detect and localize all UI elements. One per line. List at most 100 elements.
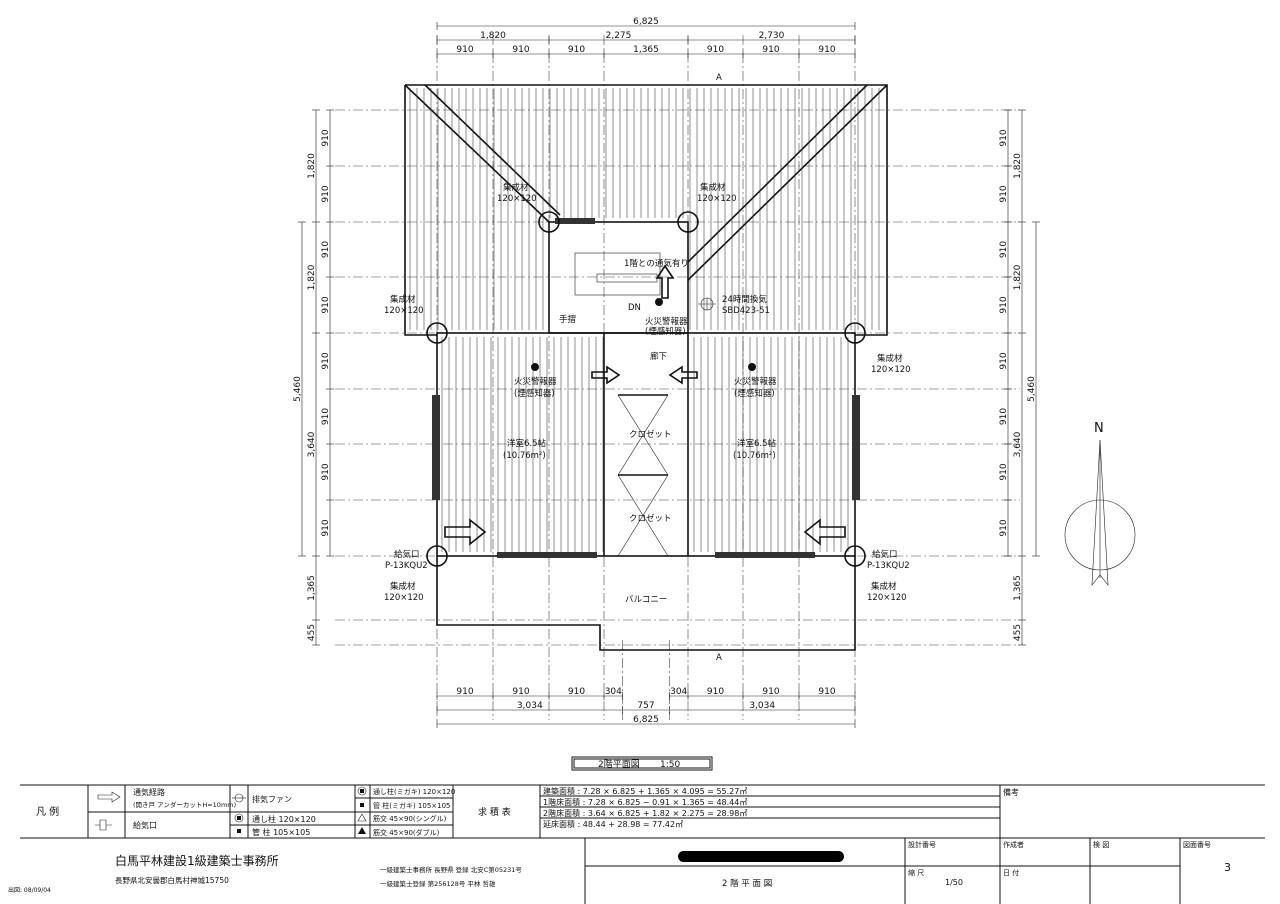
area-row: 建築面積 : 7.28 × 6.825 + 1.365 × 4.095 = 55… (543, 786, 747, 796)
glulam-label: 集成材 (390, 581, 416, 592)
room-name: 洋室6.5帖 (737, 438, 777, 449)
dimension-module: 910 (321, 129, 331, 146)
glulam-size: 120×120 (497, 194, 537, 204)
architect-registration: 一級建築士登録 第256128号 平林 哲雄 (380, 879, 496, 888)
alarm-label: 火災警報器 (514, 376, 557, 387)
design-no-label: 設計番号 (908, 840, 936, 849)
fan-model: SBD423-51 (722, 306, 770, 316)
inlet-model: P-13KQU2 (385, 561, 428, 571)
closet-label: クロゼット (629, 429, 672, 440)
dimension-module: 910 (321, 241, 331, 258)
check-label: 検 図 (1093, 840, 1109, 849)
dimension-group: 1,820 (307, 153, 317, 179)
dimension-total: 5,460 (293, 376, 303, 402)
dimension-module: 910 (456, 45, 473, 55)
dimension-module: 910 (818, 45, 835, 55)
walls (426, 211, 866, 651)
dimension-group: 455 (1013, 624, 1023, 641)
date-label: 日 付 (1003, 868, 1019, 877)
legend-item: (開き戸 アンダーカットH=10mm) (133, 800, 236, 809)
area-row: 1階床面積 : 7.28 × 6.825 − 0.91 × 1.365 = 48… (543, 797, 747, 807)
dimension-module: 910 (321, 519, 331, 536)
glulam-label: 集成材 (390, 294, 416, 305)
author-label: 作成者 (1003, 840, 1024, 849)
room-name: 洋室6.5帖 (507, 438, 547, 449)
legend-item: 給気口 (133, 820, 157, 830)
dimension-module: 304 (605, 687, 622, 697)
alarm-label: 火災警報器 (645, 316, 688, 327)
glulam-label: 集成材 (700, 182, 726, 193)
dimension-module: 910 (762, 687, 779, 697)
legend-item: 管 柱 105×105 (252, 827, 310, 837)
dimension-module: 910 (999, 296, 1009, 313)
dimension-group: 3,640 (1013, 431, 1023, 457)
dimension-module: 910 (456, 687, 473, 697)
drawing-name: 2 階 平 面 図 (722, 878, 772, 889)
north-arrow: N (1064, 421, 1136, 586)
alarm-sub: (煙感知器) (734, 388, 775, 399)
inlet-label: 給気口 (394, 549, 420, 560)
glulam-size: 120×120 (384, 306, 424, 316)
balcony-label: バルコニー (625, 595, 667, 605)
dimension-module: 910 (568, 45, 585, 55)
legend-item: 通し柱 120×120 (252, 814, 316, 824)
dimension-group: 2,730 (759, 31, 785, 41)
dimension-module: 910 (999, 463, 1009, 480)
dn-label: DN (628, 303, 641, 313)
dimension-module: 910 (999, 408, 1009, 425)
dimension-group: 1,820 (480, 31, 506, 41)
dimension-module: 910 (321, 352, 331, 369)
area-row: 延床面積 : 48.44 + 28.98 = 77.42㎡ (543, 819, 683, 829)
legend-item: 筋交 45×90(ダブル) (373, 828, 440, 837)
dimension-group: 1,820 (1013, 264, 1023, 290)
dimension-module: 1,365 (633, 45, 659, 55)
dimension-total: 5,460 (1027, 376, 1037, 402)
room-area: (10.76m²) (733, 451, 776, 461)
dimension-total: 6,825 (633, 715, 659, 725)
dimension-module: 304 (670, 687, 687, 697)
north-label: N (1094, 421, 1104, 436)
glulam-label: 集成材 (871, 581, 897, 592)
company-address: 長野県北安曇郡白馬村神城15750 (115, 875, 229, 885)
dimension-module: 910 (512, 687, 529, 697)
dimension-module: 910 (707, 687, 724, 697)
alarm-label: 火災警報器 (734, 376, 777, 387)
legend-item: 通気経路 (133, 787, 165, 797)
glulam-size: 120×120 (871, 365, 911, 375)
legend-item: 排気ファン (252, 794, 292, 804)
dimension-group: 3,034 (517, 701, 543, 711)
dimension-module: 910 (999, 519, 1009, 536)
hall-label: 廊下 (650, 351, 668, 362)
remarks-label: 備考 (1003, 787, 1019, 797)
dimension-module: 910 (321, 408, 331, 425)
dimension-total: 6,825 (633, 17, 659, 27)
alarm-sub: (煙感知器) (645, 326, 686, 337)
fan-label: 24時間換気 (722, 294, 767, 305)
title-block: 凡 例 通気経路 (開き戸 アンダーカットH=10mm) 給気口 排気ファン 通… (8, 784, 1265, 904)
closet-label: クロゼット (629, 513, 672, 524)
company-name: 白馬平林建設1級建築士事務所 (115, 853, 279, 868)
plan-labels: 1階との通気有り DN 手摺 廊下 クロゼット クロゼット バルコニー 洋室6.… (384, 73, 911, 663)
dimension-group: 1,365 (307, 575, 317, 601)
glulam-size: 120×120 (697, 194, 737, 204)
dimension-group: 3,034 (749, 701, 775, 711)
roof-outline (404, 84, 888, 336)
dimension-module: 910 (999, 185, 1009, 202)
dimension-module: 910 (818, 687, 835, 697)
stair-vent-label: 1階との通気有り (624, 258, 689, 269)
sheet-no-label: 図面番号 (1183, 841, 1211, 849)
dimension-module: 910 (999, 352, 1009, 369)
glulam-size: 120×120 (867, 593, 907, 603)
dimension-group: 1,820 (307, 264, 317, 290)
dimension-module: 910 (568, 687, 585, 697)
section-mark: A (716, 73, 722, 83)
office-registration: 一級建築士事務所 長野県 登録 北安C第05231号 (380, 865, 522, 874)
dimension-module: 910 (512, 45, 529, 55)
section-mark: A (716, 653, 722, 663)
dimension-module: 910 (321, 463, 331, 480)
room-area: (10.76m²) (503, 451, 546, 461)
legend-item: 筋交 45×90(シングル) (373, 814, 447, 823)
dimension-module: 910 (999, 241, 1009, 258)
dimension-module: 910 (321, 296, 331, 313)
dimension-module: 910 (762, 45, 779, 55)
